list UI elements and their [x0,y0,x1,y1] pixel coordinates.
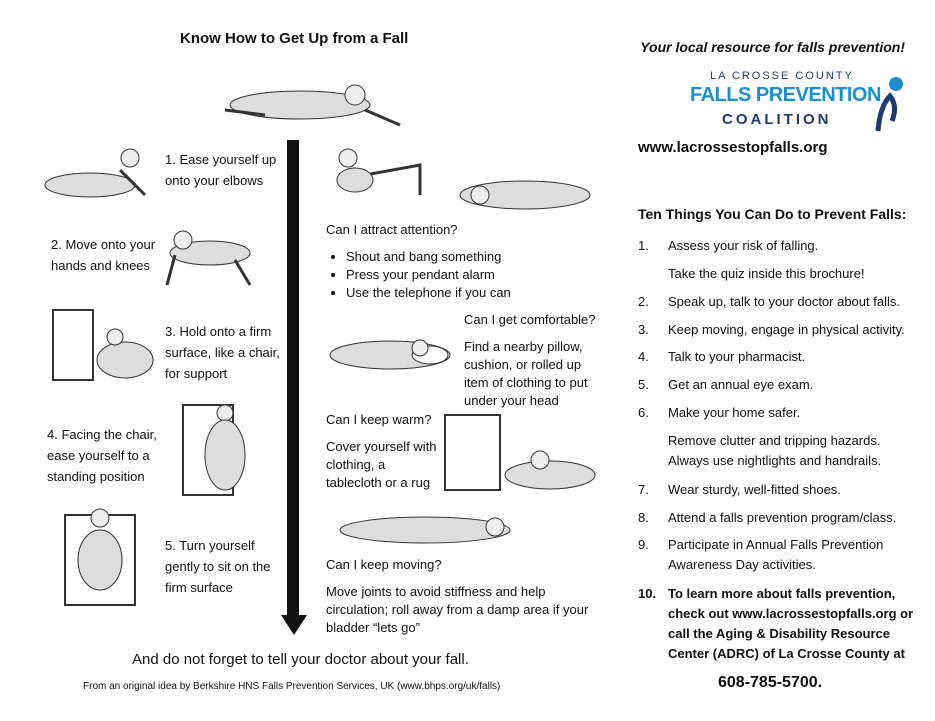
arrow-shaft [287,140,299,618]
question-attention: Can I attract attention? [326,222,458,237]
item-number: 3. [638,322,649,337]
item-number: 4. [638,349,649,364]
list-item: Awareness Day activities. [668,557,816,572]
logo-line-2: FALLS PREVENTION [690,84,881,106]
item-number: 6. [638,405,649,420]
step-1: 1. Ease yourself up onto your elbows [165,152,277,188]
arrow-down-icon [281,615,307,635]
list-item: Get an annual eye exam. [668,377,814,392]
comfortable-text: Find a nearby pillow, cushion, or rolled… [464,339,588,408]
standing-illustration [182,404,246,496]
coalition-logo: LA CROSSE COUNTY FALLS PREVENTION COALIT… [690,70,910,140]
attention-list: Shout and bang something Press your pend… [326,248,586,302]
logo-line-1: LA CROSSE COUNTY [710,70,854,82]
item-number: 10. [638,586,657,601]
bullet-item: Press your pendant alarm [346,266,586,284]
sit-chair-illustration [64,508,136,606]
moving-text: Move joints to avoid stiffness and help … [326,584,589,635]
bullet-item: Shout and bang something [346,248,586,266]
item-number: 2. [638,294,649,309]
list-title: Ten Things You Can Do to Prevent Falls: [638,206,907,222]
question-comfortable: Can I get comfortable? [464,312,596,327]
fallen-person-illustration [224,84,401,127]
keep-moving-illustration [339,516,511,544]
hands-knees-illustration [165,230,252,286]
list-item: Take the quiz inside this brochure! [668,266,865,281]
item-number: 9. [638,537,649,552]
logo-line-3: COALITION [722,111,832,128]
credit-line: From an original idea by Berkshire HNS F… [83,681,501,692]
phone-number: 608-785-5700. [718,674,823,691]
step-5: 5. Turn yourself gently to sit on the fi… [165,538,271,595]
step-3: 3. Hold onto a firm surface, like a chai… [165,324,280,381]
list-item: Always use nightlights and handrails. [668,453,882,468]
item-number: 1. [638,238,649,253]
runner-icon [875,77,903,132]
question-warm: Can I keep warm? [326,412,432,427]
comfortable-illustration [329,339,451,370]
list-item: Talk to your pharmacist. [668,349,806,364]
item-number: 7. [638,482,649,497]
attract-attention-illustration [336,148,591,210]
item-number: 5. [638,377,649,392]
list-item: Remove clutter and tripping hazards. [668,433,881,448]
question-moving: Can I keep moving? [326,557,442,572]
list-item: Make your home safer. [668,405,801,420]
list-item: Keep moving, engage in physical activity… [668,322,905,337]
list-item-10-line: Center (ADRC) of La Crosse County at [668,646,905,661]
step-2: 2. Move onto your hands and knees [51,237,156,273]
item-number: 8. [638,510,649,525]
elbows-illustration [44,148,147,198]
step-4: 4. Facing the chair, ease yourself to a … [47,427,157,484]
chair-support-illustration [52,309,154,381]
page-title: Know How to Get Up from a Fall [180,30,409,47]
list-item: Speak up, talk to your doctor about fall… [668,294,900,309]
list-item-10-line: call the Aging & Disability Resource [668,626,891,641]
website-link[interactable]: www.lacrossestopfalls.org [638,139,828,156]
bullet-item: Use the telephone if you can [346,284,586,302]
doctor-reminder: And do not forget to tell your doctor ab… [132,651,469,668]
list-item: Wear sturdy, well-fitted shoes. [668,482,841,497]
list-item: Attend a falls prevention program/class. [668,510,897,525]
list-item-10-line: check out www.lacrossestopfalls.org or [668,606,914,621]
tagline: Your local resource for falls prevention… [640,39,905,55]
list-item-10-line: To learn more about falls prevention, [668,586,896,601]
keep-warm-illustration [444,414,596,491]
list-item: Assess your risk of falling. [668,238,819,253]
warm-text: Cover yourself with clothing, a tableclo… [326,439,437,490]
list-item: Participate in Annual Falls Prevention [668,537,884,552]
